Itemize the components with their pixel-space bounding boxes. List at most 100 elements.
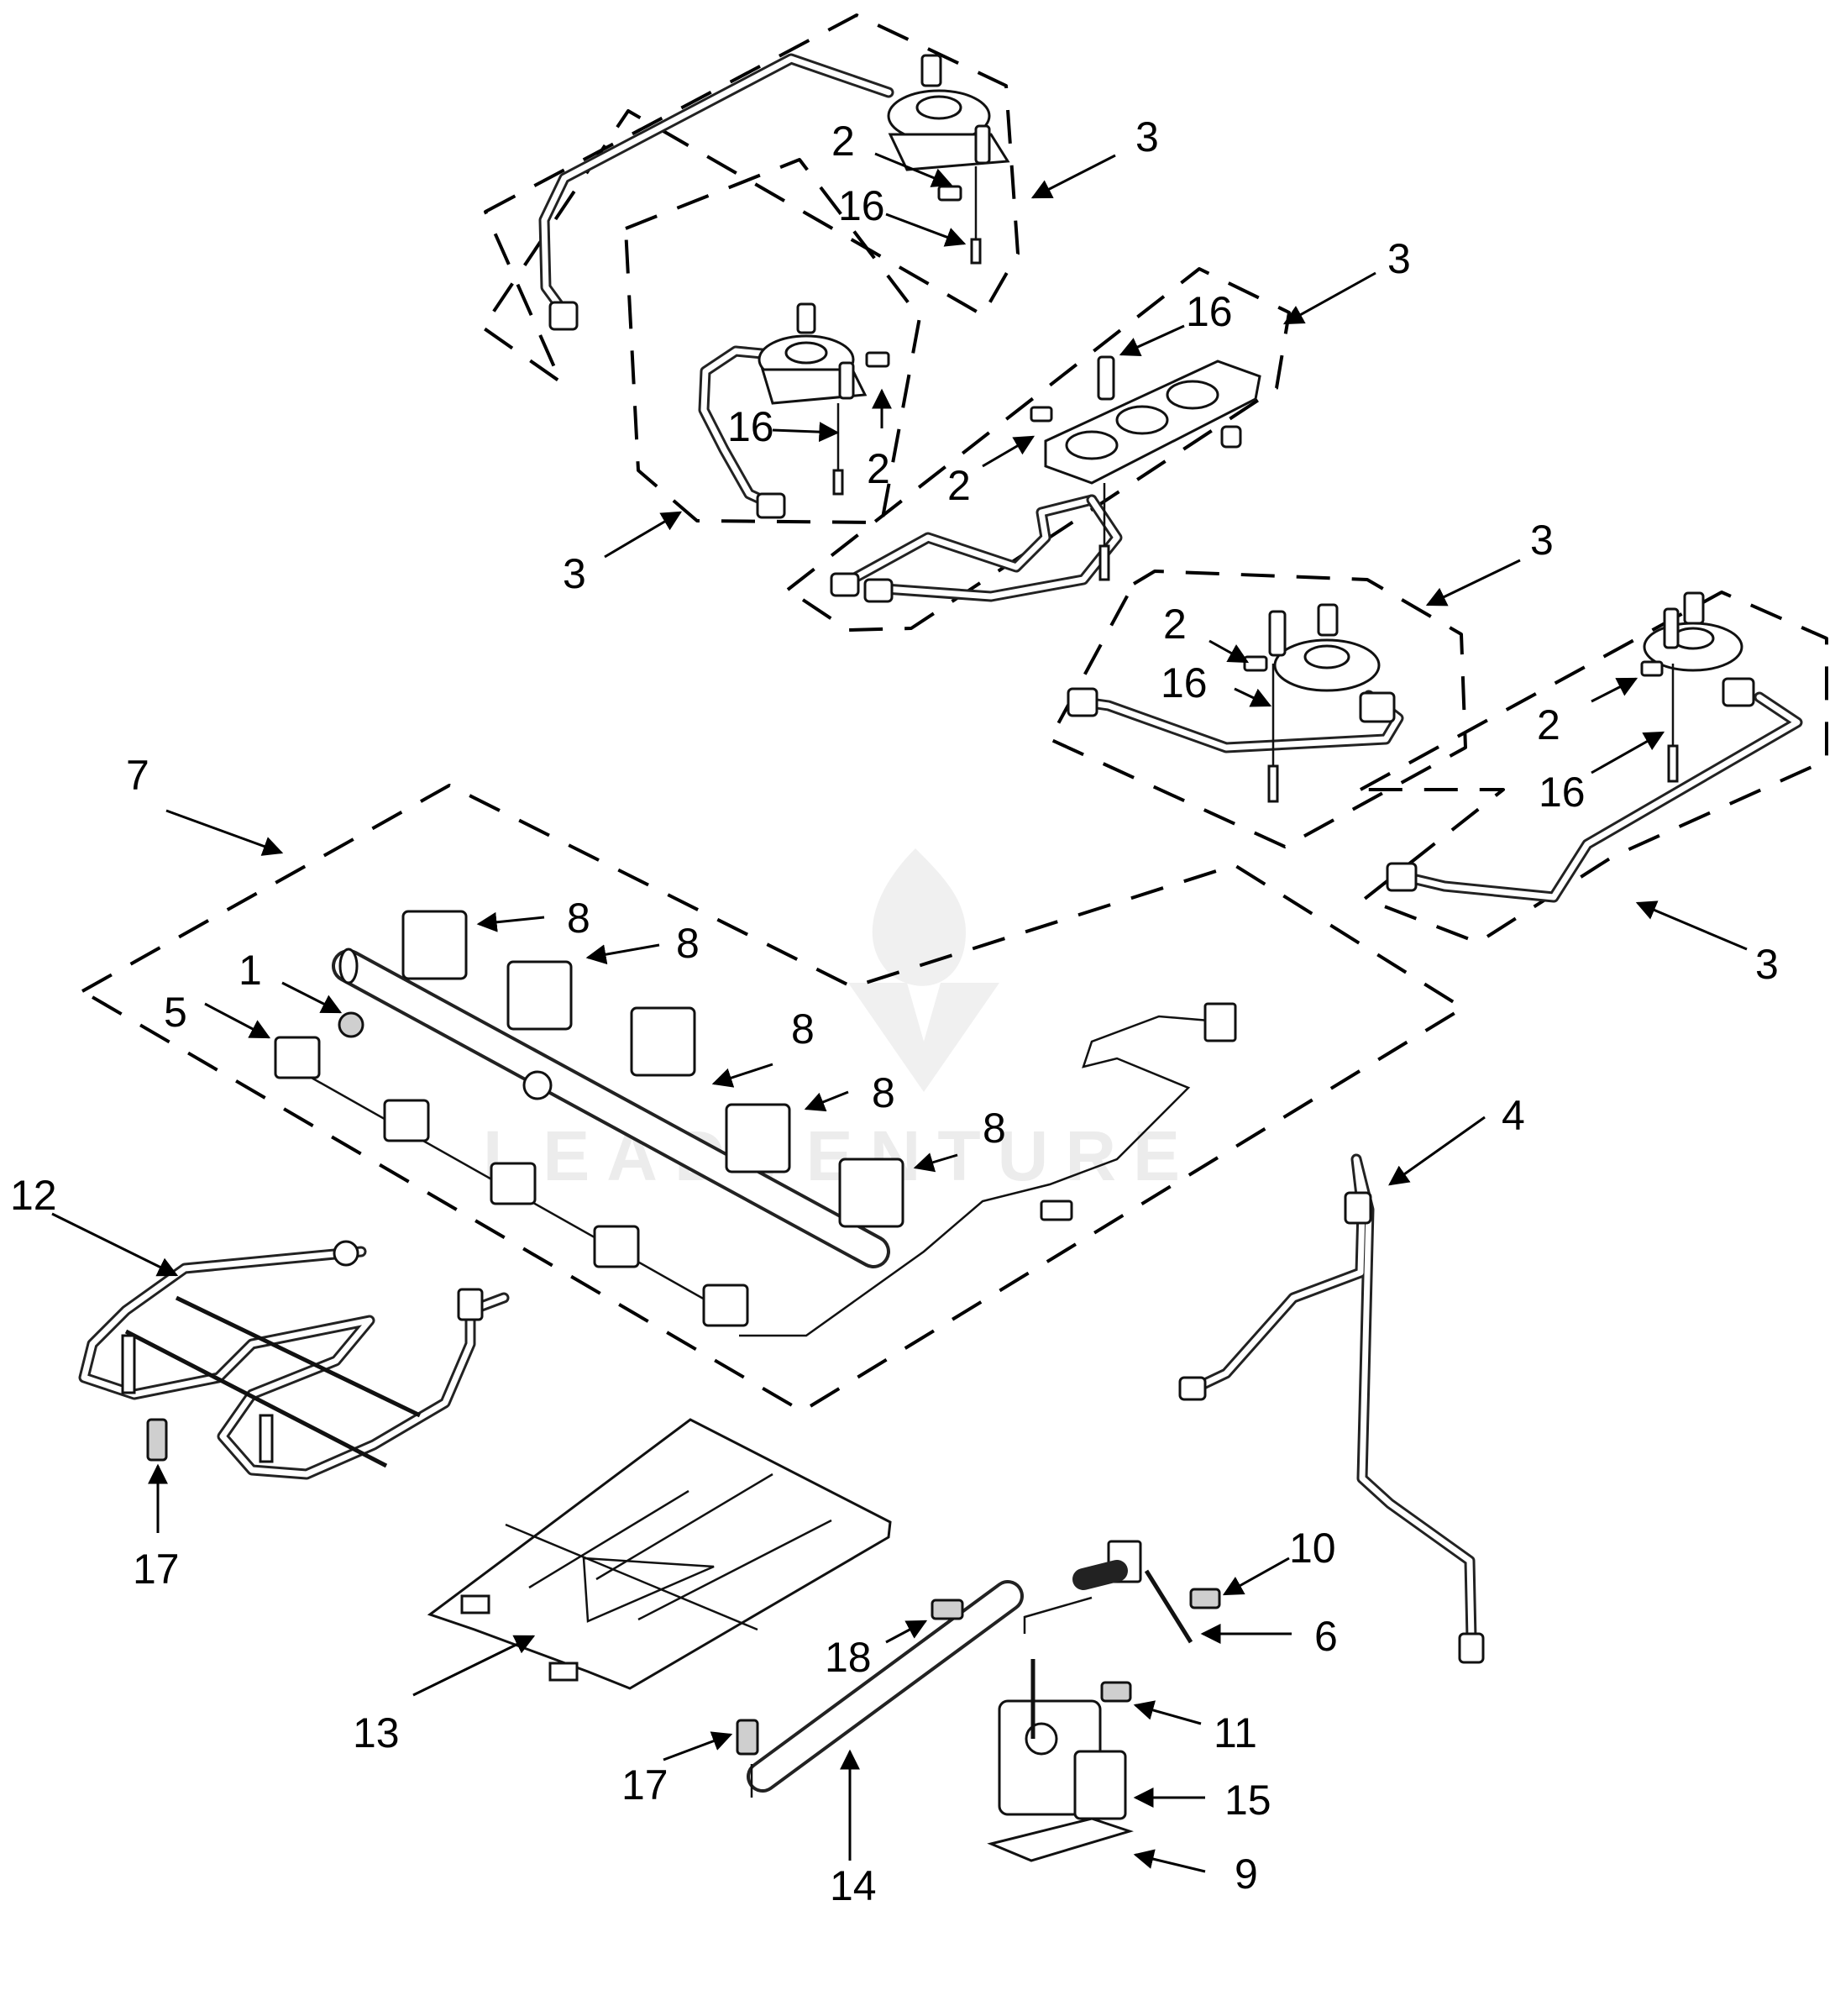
spark-clip xyxy=(1640,660,1664,677)
gas-valve xyxy=(838,1158,904,1228)
ignition-switch xyxy=(702,1284,749,1327)
callout-13: 13 xyxy=(353,1709,400,1756)
leader-c31 xyxy=(1133,1700,1202,1725)
leader-c35 xyxy=(1133,1849,1206,1873)
leader-c30 xyxy=(885,1620,928,1644)
safety-valve-switch xyxy=(1073,1750,1127,1820)
left-burner-assembly xyxy=(698,302,890,519)
pipe-fitting xyxy=(830,572,860,597)
callout-8: 8 xyxy=(791,1005,815,1053)
callout-16: 16 xyxy=(838,182,885,229)
watermark-text: LEADVENTURE xyxy=(483,1116,1197,1195)
gas-valve xyxy=(401,910,468,980)
group-outline-right-burner xyxy=(1048,570,1467,848)
callout-16: 16 xyxy=(727,403,774,450)
callout-2: 2 xyxy=(1163,601,1187,648)
element-bracket xyxy=(121,1334,136,1394)
callout-2: 2 xyxy=(1537,701,1560,748)
leader-c21 xyxy=(913,1152,958,1173)
leader-c11 xyxy=(1208,639,1250,664)
callout-8: 8 xyxy=(676,920,700,967)
pipe-fitting xyxy=(863,578,894,603)
leader-c2 xyxy=(874,152,953,187)
leader-c12 xyxy=(1234,687,1272,707)
harness-connector xyxy=(1203,1002,1237,1042)
leader-c20 xyxy=(804,1090,849,1112)
switch-harness xyxy=(739,1015,1210,1337)
leader-c26 xyxy=(1388,1116,1486,1186)
tube-fitting xyxy=(1458,1632,1485,1664)
top-burner-assembly xyxy=(538,53,1010,331)
leader-c14 xyxy=(1591,731,1665,774)
callout-labels: 3 2 16 3 16 16 2 2 3 3 2 16 2 16 3 7 8 8… xyxy=(10,113,1779,1909)
harness-connector xyxy=(1040,1200,1073,1221)
leader-c4 xyxy=(1282,271,1376,325)
leader-c29 xyxy=(412,1635,536,1697)
leader-c17 xyxy=(476,911,545,932)
spark-electrode xyxy=(1267,764,1279,803)
baffle-tab xyxy=(460,1594,490,1614)
fitting-cap xyxy=(1220,425,1242,449)
callout-3: 3 xyxy=(1135,113,1159,160)
right-burner-assembly xyxy=(1067,603,1404,803)
center-burner-assembly xyxy=(830,355,1261,603)
callout-16: 16 xyxy=(1186,288,1233,335)
group-outline-left-burner xyxy=(624,158,921,524)
callout-3: 3 xyxy=(563,550,586,597)
callout-18: 18 xyxy=(825,1634,872,1681)
oven-safety-valve-assembly xyxy=(987,1659,1134,1862)
spark-electrode xyxy=(970,238,982,265)
leader-arrows xyxy=(51,152,1748,1873)
terminal-nut xyxy=(333,1240,359,1267)
callout-2: 2 xyxy=(831,118,855,165)
leader-c8 xyxy=(982,435,1035,468)
element-bracket xyxy=(259,1414,274,1463)
callout-3: 3 xyxy=(1387,235,1411,282)
leader-c16 xyxy=(165,809,284,856)
leader-c9 xyxy=(604,511,683,559)
spark-electrode xyxy=(832,469,844,496)
watermark: LEADVENTURE xyxy=(483,848,1197,1195)
screw-17-bottom xyxy=(736,1719,759,1756)
igniter-body xyxy=(838,361,855,400)
group-outline-far-right-burner xyxy=(1359,591,1828,944)
igniter-body xyxy=(1663,607,1680,649)
gas-valve xyxy=(725,1103,791,1173)
leader-c10 xyxy=(1425,559,1521,606)
callout-1: 1 xyxy=(239,947,262,994)
pipe-fitting xyxy=(756,492,786,519)
leader-c6 xyxy=(772,422,840,443)
valve-base-plate xyxy=(987,1817,1134,1862)
group-outline-top-burner xyxy=(481,13,1020,384)
tube-fitting xyxy=(1344,1191,1372,1225)
leader-c27 xyxy=(1222,1557,1290,1596)
callout-6: 6 xyxy=(1314,1613,1338,1660)
callout-17: 17 xyxy=(133,1546,180,1593)
screw-10 xyxy=(1189,1588,1221,1609)
pipe-fitting xyxy=(1386,862,1418,892)
screw-18 xyxy=(931,1599,964,1620)
gas-valves xyxy=(401,910,904,1228)
leader-c32 xyxy=(663,1731,733,1761)
callout-17: 17 xyxy=(621,1761,668,1809)
igniter-body xyxy=(1268,610,1287,657)
callout-9: 9 xyxy=(1235,1851,1258,1898)
leader-c22 xyxy=(281,981,343,1014)
callout-8: 8 xyxy=(567,895,590,942)
callout-3: 3 xyxy=(1755,941,1779,988)
group-outlines xyxy=(81,13,1828,1413)
gas-valve xyxy=(630,1006,696,1077)
burner-baffle xyxy=(427,1418,892,1690)
callout-4: 4 xyxy=(1502,1092,1525,1139)
spark-clip xyxy=(1243,655,1268,672)
oven-burner-tube xyxy=(747,1580,1024,1798)
group-outline-valve-manifold xyxy=(81,784,1465,1413)
callout-2: 2 xyxy=(947,462,971,509)
pipe-fitting xyxy=(1722,677,1755,707)
ignition-switch xyxy=(490,1162,537,1205)
callout-8: 8 xyxy=(872,1069,895,1116)
callout-16: 16 xyxy=(1161,659,1208,706)
gas-supply-tube xyxy=(1178,1153,1485,1664)
callout-14: 14 xyxy=(830,1862,877,1909)
callout-15: 15 xyxy=(1224,1777,1271,1824)
